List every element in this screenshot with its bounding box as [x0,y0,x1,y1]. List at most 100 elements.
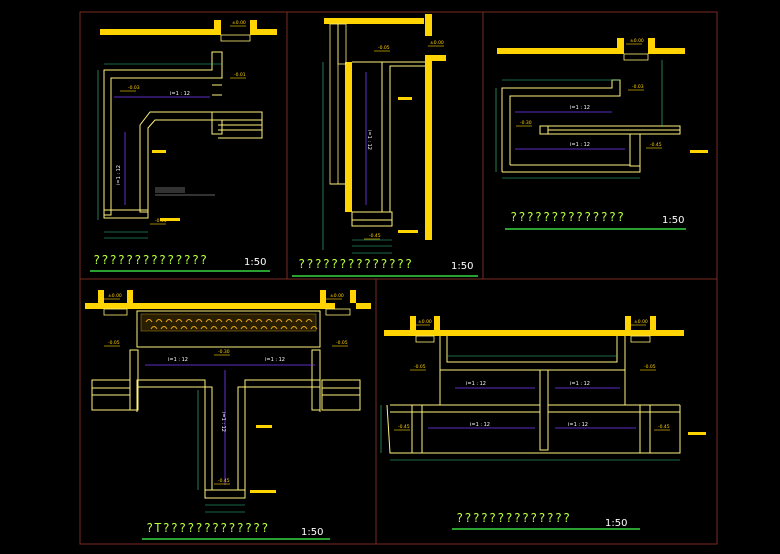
p4-section-tag-2 [250,490,276,493]
p2-wall [324,14,446,240]
panel-1-ramp-plan: i=1 : 12 i=1 : 12 ±0.00 -0.01 -0.03 -0.4… [90,20,277,272]
p4-planter [136,310,321,348]
planter-hatch-stroke [170,326,178,330]
p2-slope-v-label: i=1 : 12 [366,130,372,150]
p5-slope-lines [428,387,636,429]
p5-ramp-outline [386,336,681,454]
svg-text:-0.45: -0.45 [658,424,670,430]
planter-hatch-stroke [310,326,318,330]
p5-section-tag [688,432,706,435]
p4-elev-marks: ±0.00 ±0.00 -0.05 -0.05 -0.30 -0.45 [104,293,348,485]
panel-5-double-ramp-plan: i=1 : 12 i=1 : 12 i=1 : 12 i=1 : 12 ±0.0… [380,316,706,530]
p4-planter-hatch [145,319,318,330]
panel-3-ramp-plan: i=1 : 12 i=1 : 12 ±0.00 -0.03 -0.30 -0.4… [495,38,708,230]
planter-hatch-stroke [255,319,263,323]
planter-hatch-stroke [280,326,288,330]
planter-hatch-stroke [305,319,313,323]
p3-wall [497,38,685,61]
p2-dimensions [322,62,392,254]
planter-hatch-stroke [150,326,158,330]
outer-frame [79,11,718,545]
p3-slope-label: i=1 : 12 [570,105,590,111]
p1-wall [100,20,277,42]
planter-hatch-stroke [175,319,183,323]
svg-text:-0.45: -0.45 [650,142,662,148]
p1-slope-v-label: i=1 : 12 [116,165,122,185]
svg-text:±0.00: ±0.00 [430,40,444,46]
svg-text:±0.00: ±0.00 [418,319,432,325]
p3-ramp-outline [501,79,681,173]
p4-slope-v-label: i=1 : 12 [220,412,226,432]
planter-hatch-stroke [215,319,223,323]
p3-section-tag [690,150,708,153]
p2-scale: 1:50 [451,261,473,272]
svg-text:±0.00: ±0.00 [634,319,648,325]
planter-hatch-stroke [165,319,173,323]
p5-scale: 1:50 [605,518,627,529]
planter-hatch-stroke [220,326,228,330]
p4-slope-label: i=1 : 12 [168,357,188,363]
svg-text:-0.45: -0.45 [218,478,230,484]
p3-title: ?????????????? [510,210,625,224]
p5-elev-marks: ±0.00 ±0.00 -0.05 -0.05 -0.45 -0.45 [394,319,670,431]
p1-section-tag [152,150,166,153]
planter-hatch-stroke [225,319,233,323]
svg-text:±0.00: ±0.00 [630,38,644,44]
p4-scale: 1:50 [301,527,323,538]
p2-ramp-outline [330,61,425,227]
planter-hatch-stroke [260,326,268,330]
svg-text:-0.05: -0.05 [336,340,348,346]
p2-section-tag-2 [398,230,418,233]
p1-slope-lines [114,96,210,205]
planter-hatch-stroke [210,326,218,330]
svg-text:±0.00: ±0.00 [330,293,344,299]
planter-hatch-stroke [270,326,278,330]
p5-slope-label-4: i=1 : 12 [568,422,588,428]
planter-hatch-stroke [160,326,168,330]
svg-text:-0.30: -0.30 [520,120,532,126]
p1-note-hatch [155,187,215,196]
planter-hatch-stroke [230,326,238,330]
p1-scale: 1:50 [244,257,266,268]
planter-hatch-stroke [300,326,308,330]
p4-slope-label-2: i=1 : 12 [265,357,285,363]
svg-text:-0.30: -0.30 [218,349,230,355]
planter-hatch-stroke [185,319,193,323]
p2-section-tag [398,97,412,100]
p1-title: ?????????????? [93,253,208,267]
planter-hatch-stroke [235,319,243,323]
planter-hatch-stroke [290,326,298,330]
planter-hatch-stroke [205,319,213,323]
svg-text:-0.03: -0.03 [128,85,140,91]
panel-4-t-ramp-plan: i=1 : 12 i=1 : 12 i=1 : 12 ±0.00 ±0.00 -… [85,290,371,540]
planter-hatch-stroke [195,319,203,323]
svg-text:-0.03: -0.03 [632,84,644,90]
planter-hatch-stroke [250,326,258,330]
p2-elev-marks: ±0.00 -0.05 -0.45 [364,40,444,240]
svg-text:-0.01: -0.01 [234,72,246,78]
p5-title: ?????????????? [456,511,571,525]
planter-hatch-stroke [200,326,208,330]
p5-wall [384,316,684,343]
svg-text:-0.05: -0.05 [108,340,120,346]
planter-hatch-stroke [145,319,153,323]
p4-section-tag [256,425,272,428]
panel-2-ramp-plan: i=1 : 12 ±0.00 -0.05 -0.45 ?????????????… [292,14,478,277]
p4-dimensions [197,390,245,513]
planter-hatch-stroke [275,319,283,323]
p2-title: ?????????????? [298,257,413,271]
svg-text:-0.45: -0.45 [398,424,410,430]
p3-slope-label-2: i=1 : 12 [570,142,590,148]
planter-hatch-stroke [295,319,303,323]
p5-dimensions [380,355,680,461]
p4-slope-lines [145,364,315,485]
p1-dimensions [97,63,222,239]
p4-title: ?T????????????? [146,521,269,535]
planter-hatch-stroke [190,326,198,330]
p1-section-tag-2 [160,218,180,221]
p3-elev-marks: ±0.00 -0.03 -0.30 -0.45 [516,38,662,149]
p3-slope-lines [515,111,625,150]
svg-text:-0.45: -0.45 [369,233,381,239]
svg-text:±0.00: ±0.00 [232,20,246,26]
planter-hatch-stroke [265,319,273,323]
